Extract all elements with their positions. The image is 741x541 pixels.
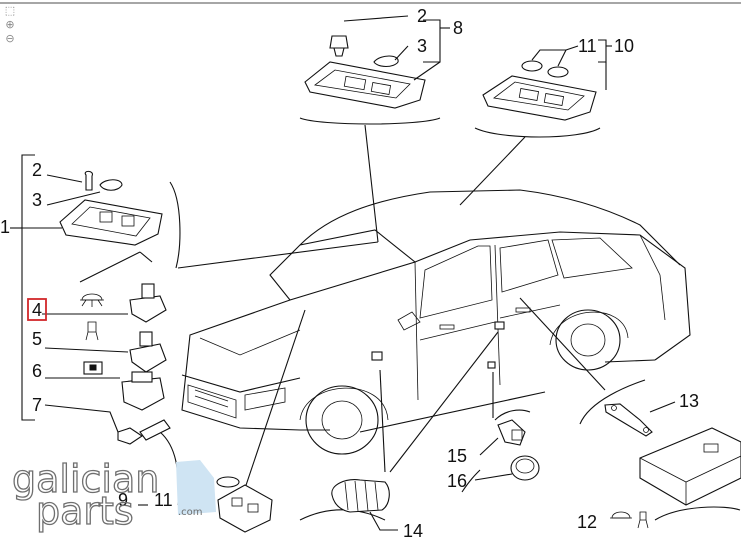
lamp-small-icon (87, 321, 97, 333)
lens-icon (521, 60, 543, 72)
callout-2-top: 2 (417, 6, 427, 26)
grommet-14 (331, 479, 398, 531)
callout-3-top: 3 (417, 36, 427, 56)
callout-7: 7 (32, 395, 42, 415)
highlight-box (27, 298, 47, 321)
watermark-swoosh (176, 460, 216, 515)
lamp-small-icon (639, 511, 647, 521)
switch-15 (479, 419, 526, 456)
lens-icon (99, 179, 123, 191)
leader-lines (159, 117, 741, 521)
switch-location (487, 361, 496, 369)
callout-9: 9 (118, 490, 128, 510)
control-module-12 (610, 427, 741, 529)
bracket-13 (604, 401, 676, 437)
zoom-in-icon[interactable]: ⊕ (5, 18, 15, 31)
bulb-icon (329, 35, 349, 49)
courtesy-lamp-assembly-8 (304, 15, 450, 109)
callout-11-bottom: 11 (154, 490, 173, 510)
left-parts-group (10, 154, 171, 445)
callout-16: 16 (447, 471, 467, 491)
lamp-location-front (371, 351, 383, 361)
callout-1: 1 (0, 217, 10, 237)
callout-labels: 2 3 8 11 10 1 2 3 4 5 6 7 13 15 16 14 12… (0, 6, 699, 541)
lens-icon (216, 476, 240, 488)
callout-2-left: 2 (32, 160, 42, 180)
key-icon (117, 427, 143, 445)
zoom-out-icon[interactable]: ⊖ (5, 32, 15, 45)
cap-16 (474, 455, 540, 481)
callout-8: 8 (453, 18, 463, 38)
callout-5: 5 (32, 329, 42, 349)
callout-4[interactable]: 4 (32, 300, 42, 320)
watermark-line1: galician (12, 457, 159, 501)
callout-14: 14 (403, 521, 423, 541)
watermark-line2: parts (36, 489, 134, 533)
fit-page-icon[interactable]: ⬚ (4, 4, 16, 17)
callout-10: 10 (614, 36, 634, 56)
callout-12: 12 (577, 512, 597, 532)
lamp-assembly-9 (138, 476, 273, 533)
lamp-location-rear (494, 321, 505, 330)
dome-light-icon (81, 293, 103, 301)
watermark-suffix: .com (178, 507, 203, 518)
callout-15: 15 (447, 446, 467, 466)
callout-3-left: 3 (32, 190, 42, 210)
zoom-toolbar: ⬚ ⊕ ⊖ (3, 4, 19, 45)
bulb-icon (84, 170, 93, 191)
lens-icon (547, 66, 569, 78)
callout-6: 6 (32, 361, 42, 381)
courtesy-lamp-assembly-10 (482, 39, 612, 121)
callout-11-top: 11 (578, 36, 597, 56)
dome-light-icon (611, 511, 631, 519)
lens-icon (373, 55, 399, 68)
watermark-logo: galician parts .com (11, 456, 216, 534)
car-body (181, 189, 691, 455)
callout-13: 13 (679, 391, 699, 411)
